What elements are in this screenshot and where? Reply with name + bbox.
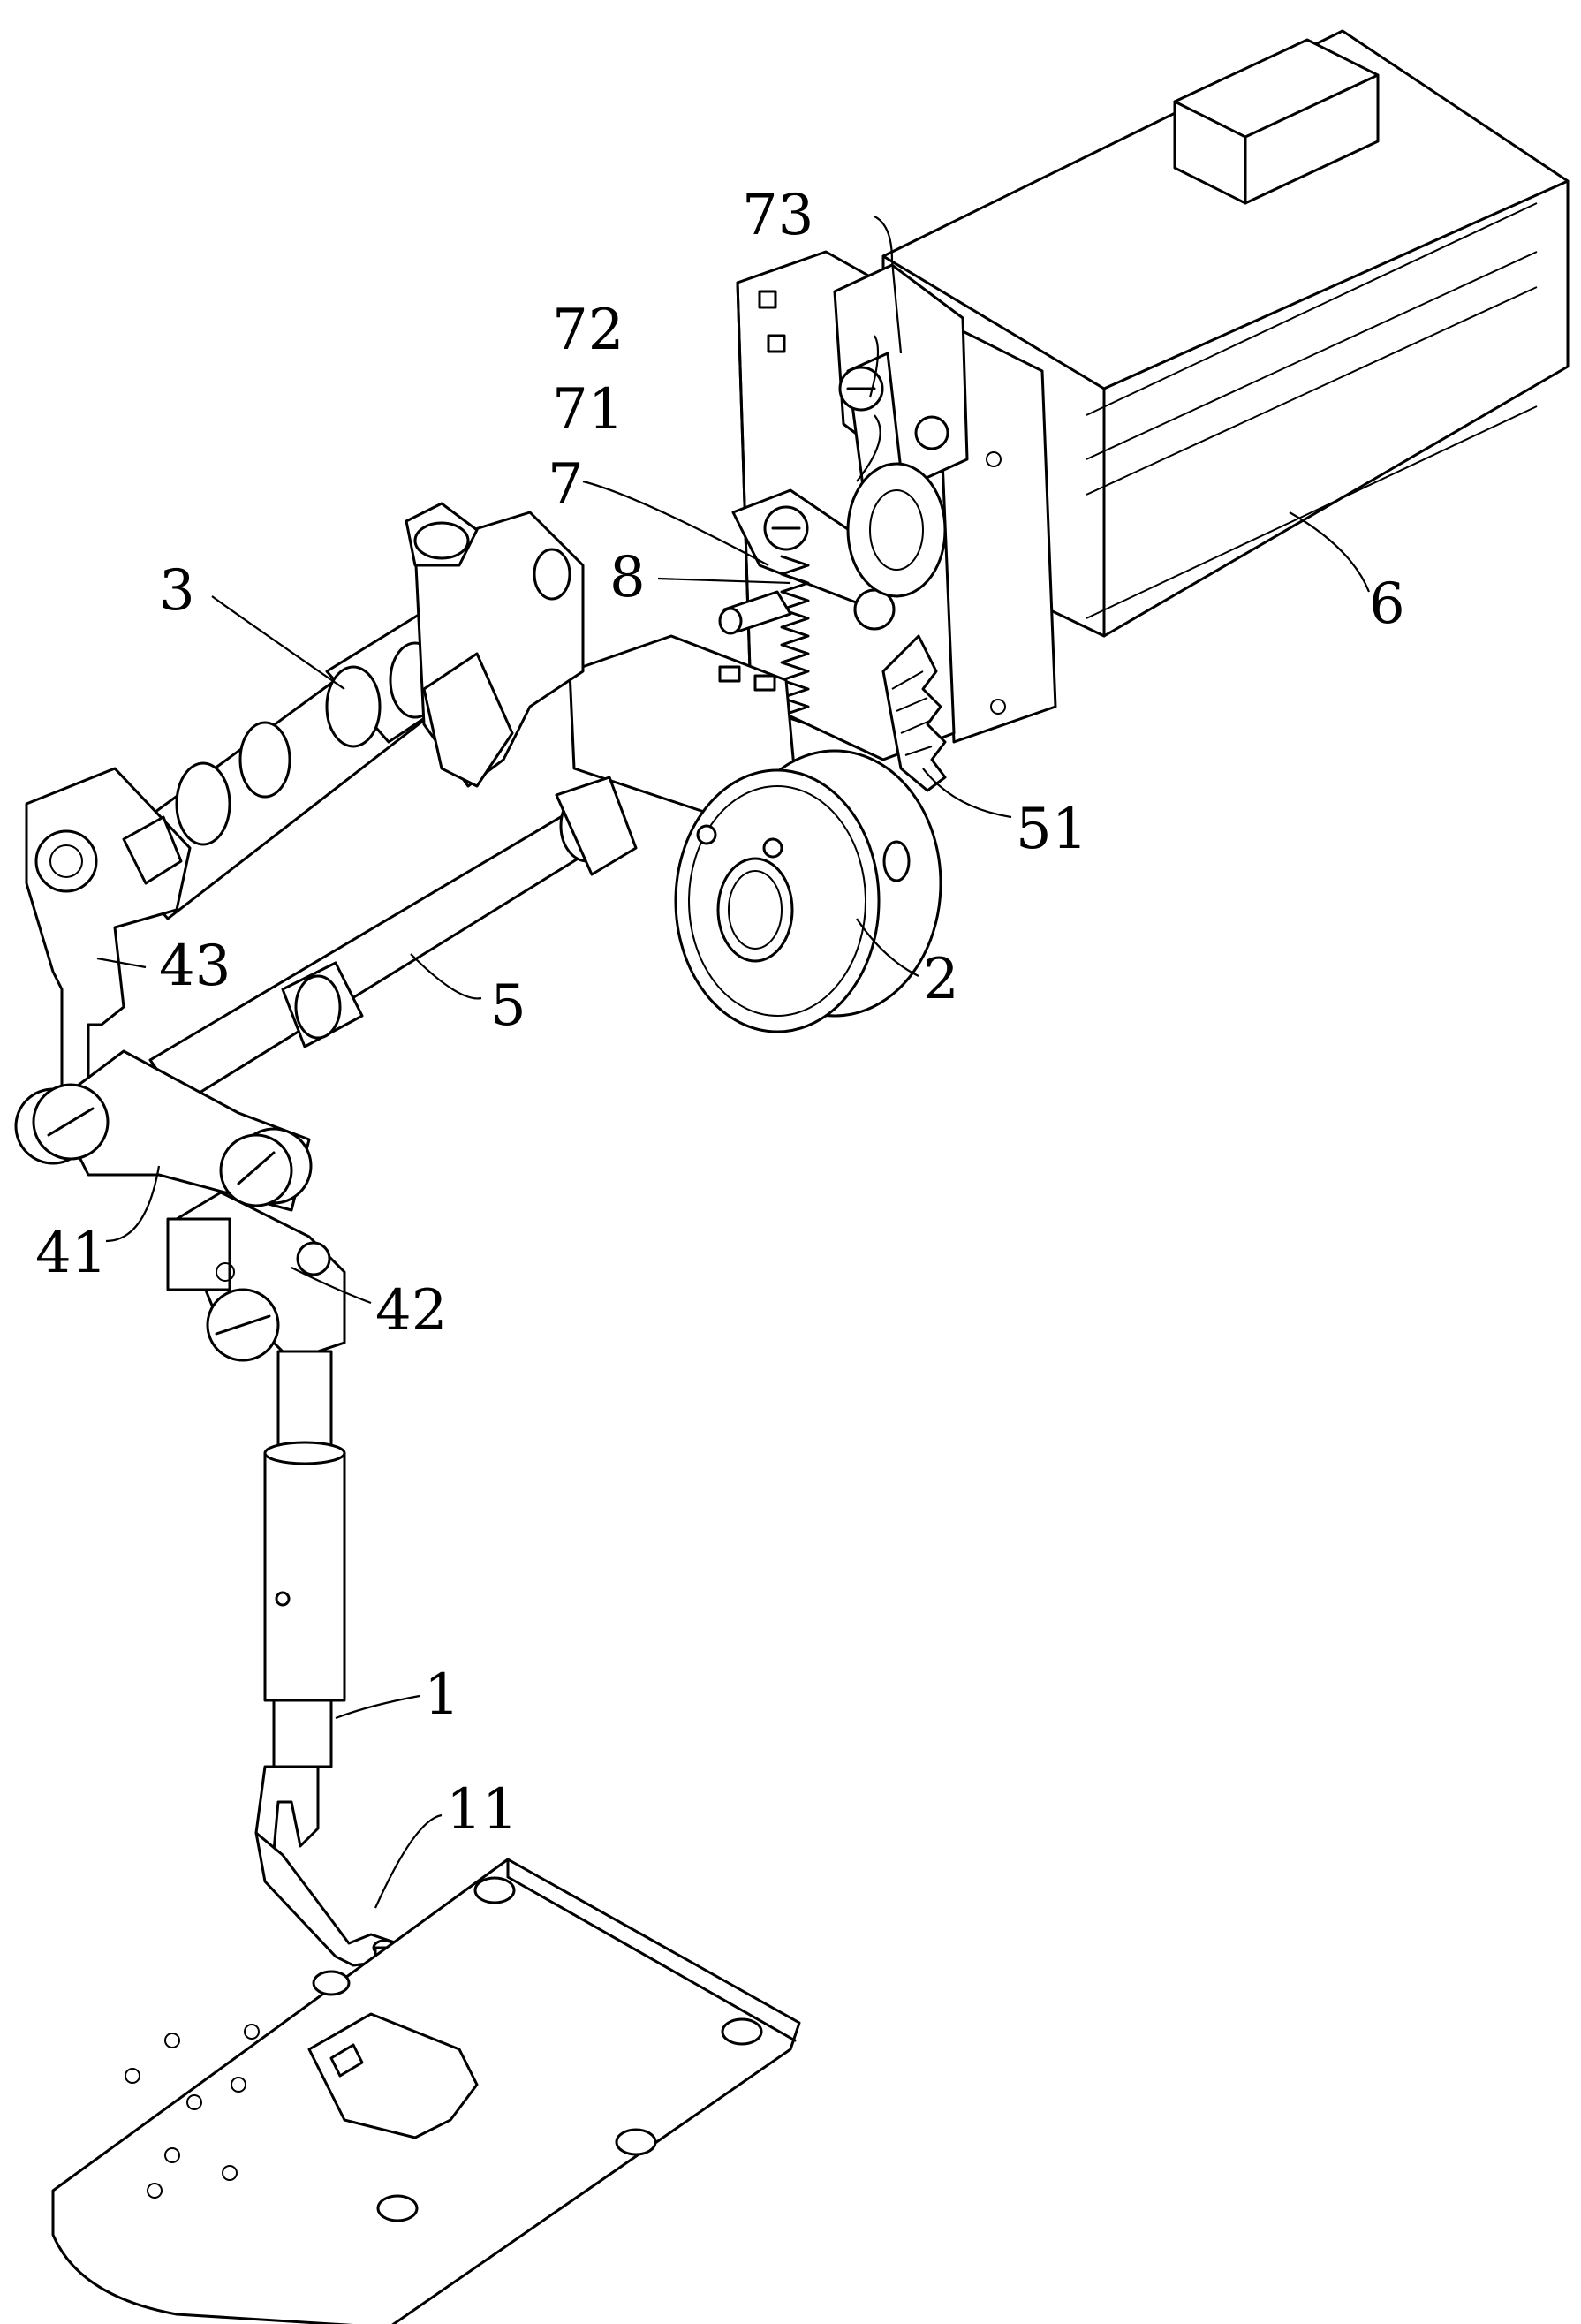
label-2: 2: [923, 947, 959, 1012]
motor-6: [881, 29, 1570, 744]
gear-51: [881, 634, 947, 792]
label-7: 7: [548, 452, 584, 518]
link-42: [166, 1191, 346, 1362]
label-41: 41: [35, 1221, 107, 1286]
pin-8: [718, 590, 792, 635]
link-43: [25, 767, 192, 1115]
label-11: 11: [446, 1777, 518, 1843]
labels: 73 72 71 7 8 3 6 51 2 43 5 41 42 1 11: [35, 183, 1405, 1843]
label-71: 71: [552, 377, 624, 443]
label-72: 72: [552, 298, 624, 363]
base-plate: [51, 1858, 801, 2324]
leader-lines: [96, 216, 1371, 1909]
needle-bar-1: [254, 1350, 399, 1985]
link-41: [14, 1049, 313, 1212]
cam-wheel-2: [674, 749, 942, 1033]
label-3: 3: [159, 558, 195, 624]
label-51: 51: [1016, 797, 1087, 862]
label-5: 5: [490, 973, 526, 1039]
label-6: 6: [1369, 572, 1405, 637]
label-8: 8: [609, 545, 646, 610]
label-1: 1: [424, 1662, 460, 1728]
label-43: 43: [159, 934, 231, 999]
label-42: 42: [375, 1278, 447, 1344]
shaft-3: [104, 502, 585, 920]
label-73: 73: [742, 183, 813, 248]
